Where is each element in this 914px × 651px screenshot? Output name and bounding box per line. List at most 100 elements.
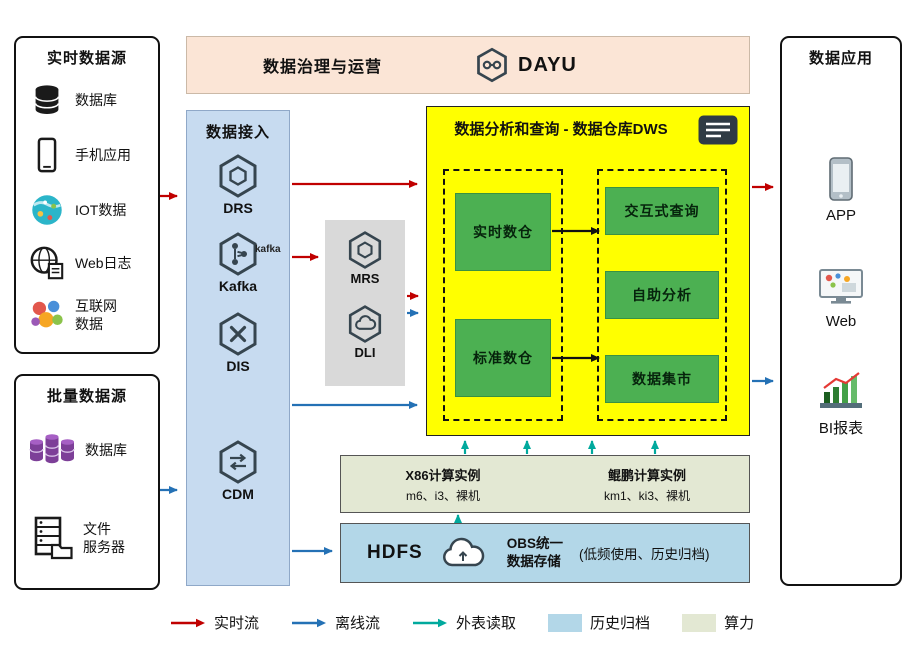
source-item-mobile-app: 手机应用	[28, 132, 154, 178]
service-label: Kafka	[218, 278, 258, 294]
service-label: MRS	[350, 271, 380, 286]
warehouse-box: 数据分析和查询 - 数据仓库DWS 实时数仓 标准数仓 交互式查询 自助分析 数…	[426, 106, 750, 436]
compute-box: X86计算实例 m6、i3、裸机 鲲鹏计算实例 km1、ki3、裸机	[340, 455, 750, 513]
iot-icon	[28, 191, 66, 229]
app-label: APP	[825, 207, 856, 224]
obs-label: OBS统一 数据存储	[506, 535, 563, 569]
warehouse-title: 数据分析和查询 - 数据仓库DWS	[454, 121, 668, 138]
archive-swatch	[548, 613, 583, 632]
service-label: DLI	[354, 345, 376, 360]
kunpeng-compute-title: 鲲鹏计算实例	[607, 467, 686, 483]
legend-label: 算力	[724, 615, 755, 632]
warehouse-right-group	[597, 169, 727, 421]
source-item-iot: IOT数据	[28, 187, 154, 233]
realtime-sources-title: 实时数据源	[46, 50, 127, 67]
dli-icon	[348, 305, 382, 343]
database-icon	[28, 81, 66, 119]
red-arrow-icon	[171, 618, 205, 627]
service-kafka: Kafka	[187, 231, 289, 294]
service-label: DRS	[223, 200, 253, 216]
hdfs-label: HDFS	[367, 542, 423, 563]
service-dis: DIS	[187, 311, 289, 374]
kafka-icon	[219, 232, 257, 276]
source-label: IOT数据	[75, 201, 127, 218]
app-item-bi: BI报表	[782, 370, 900, 438]
source-label: 数据库	[85, 441, 127, 458]
applications-title: 数据应用	[808, 50, 873, 67]
dis-icon	[219, 312, 257, 356]
kafka-wordmark: kafka	[255, 244, 281, 255]
batch-sources-title: 批量数据源	[46, 388, 127, 405]
source-item-database: 数据库	[28, 77, 154, 123]
data-mart-box: 数据集市	[605, 355, 719, 403]
service-cdm: CDM	[187, 439, 289, 502]
bar-chart-icon	[820, 372, 862, 408]
processing-box: MRS DLI	[325, 220, 405, 386]
database-cluster-icon	[28, 429, 76, 471]
ingestion-title: 数据接入	[205, 124, 270, 141]
cdm-icon	[219, 440, 257, 484]
interactive-query-box: 交互式查询	[605, 187, 719, 235]
smartphone-icon	[28, 136, 66, 174]
legend-realtime-flow: 实时流	[170, 612, 259, 633]
governance-title: 数据治理与运营	[263, 59, 383, 76]
internet-data-icon	[28, 296, 66, 334]
x86-compute-title: X86计算实例	[405, 467, 481, 483]
legend-compute-power: 算力	[682, 612, 754, 633]
applications-panel: 数据应用 APP Web	[780, 36, 902, 586]
legend-label: 离线流	[335, 615, 381, 632]
legend-label: 外表读取	[456, 615, 517, 632]
service-label: DIS	[226, 358, 250, 374]
realtime-warehouse-box: 实时数仓	[455, 193, 551, 271]
dayu-logo: DAYU	[474, 47, 577, 83]
legend: 实时流 离线流 外表读取 历史归档 算力	[170, 612, 754, 633]
web-log-icon	[28, 244, 66, 282]
realtime-sources-panel: 实时数据源 数据库 手机应用	[14, 36, 160, 354]
service-drs: DRS	[187, 153, 289, 216]
blue-arrow-icon	[292, 618, 327, 627]
legend-label: 历史归档	[590, 615, 651, 632]
source-item-web-log: Web日志	[28, 240, 154, 286]
drs-icon	[219, 154, 257, 198]
storage-note: (低频使用、历史归档)	[579, 547, 710, 562]
kunpeng-compute-models: km1、ki3、裸机	[603, 488, 690, 503]
x86-compute-models: m6、i3、裸机	[405, 488, 480, 503]
app-item-app: APP	[782, 156, 900, 224]
service-label: CDM	[222, 486, 254, 502]
self-service-analysis-box: 自助分析	[605, 271, 719, 319]
file-server-icon	[28, 515, 74, 561]
governance-banner: 数据治理与运营 DAYU	[186, 36, 750, 94]
dws-icon	[698, 115, 738, 145]
app-label: BI报表	[818, 420, 864, 437]
source-label: 数据库	[75, 91, 117, 108]
warehouse-left-group	[443, 169, 563, 421]
teal-arrow-icon	[413, 618, 448, 627]
source-label: Web日志	[75, 254, 132, 271]
app-label: Web	[825, 313, 857, 330]
standard-warehouse-box: 标准数仓	[455, 319, 551, 397]
source-label: 手机应用	[75, 146, 131, 163]
source-label: 文件 服务器	[83, 520, 125, 555]
mrs-icon	[348, 231, 382, 269]
legend-external-read: 外表读取	[412, 612, 516, 633]
legend-history-archive: 历史归档	[548, 612, 650, 633]
app-item-web: Web	[782, 266, 900, 330]
source-label: 互联网 数据	[75, 297, 117, 332]
legend-offline-flow: 离线流	[291, 612, 380, 633]
source-item-batch-database: 数据库	[28, 424, 154, 476]
dayu-icon	[477, 47, 507, 83]
source-item-internet-data: 互联网 数据	[28, 292, 154, 338]
service-dli: DLI	[325, 304, 405, 360]
dayu-label: DAYU	[518, 53, 577, 76]
monitor-icon	[819, 269, 863, 304]
kunpeng-compute: 鲲鹏计算实例 km1、ki3、裸机	[545, 456, 749, 512]
legend-label: 实时流	[214, 615, 260, 632]
service-mrs: MRS	[325, 230, 405, 286]
compute-swatch	[682, 613, 717, 632]
x86-compute: X86计算实例 m6、i3、裸机	[341, 456, 545, 512]
obs-cloud-icon	[442, 537, 484, 567]
batch-sources-panel: 批量数据源 数据库	[14, 374, 160, 590]
source-item-file-server: 文件 服务器	[28, 508, 154, 568]
storage-box: HDFS OBS统一 数据存储 (低频使用、历史归档)	[340, 523, 750, 583]
